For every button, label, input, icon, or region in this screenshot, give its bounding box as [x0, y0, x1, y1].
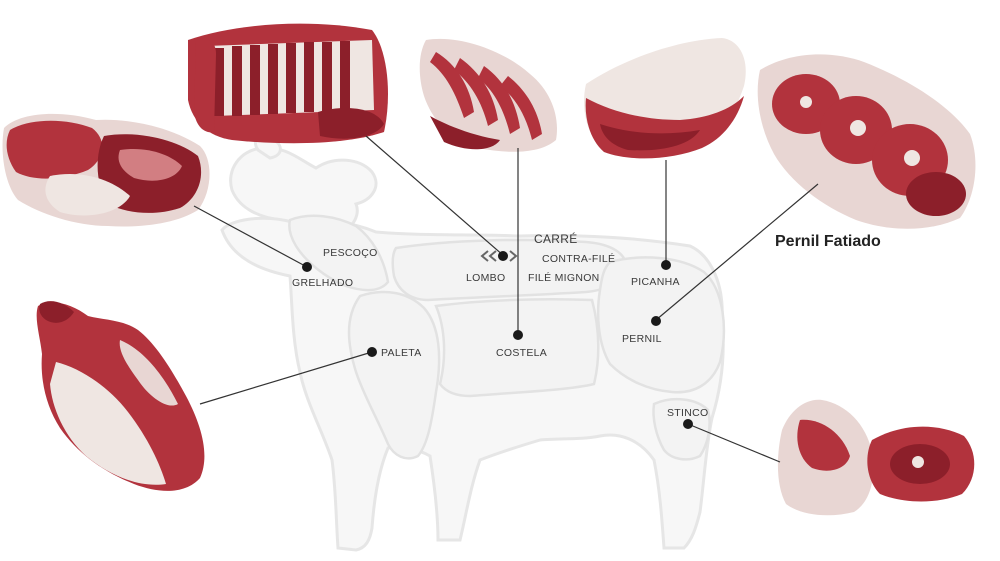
- meat-paleta-image: [36, 301, 205, 491]
- leader-pernil-fatiado: [655, 183, 819, 321]
- dot-grelhado: [302, 262, 312, 272]
- label-lombo: LOMBO: [466, 272, 505, 284]
- carre-ribs: [214, 41, 350, 116]
- region-costela: [434, 298, 600, 398]
- dot-costela: [513, 330, 523, 340]
- dot-stinco: [683, 419, 693, 429]
- leader-carre: [365, 135, 505, 257]
- region-stinco: [652, 397, 711, 461]
- dot-pernil: [651, 316, 661, 326]
- cut-regions: [288, 214, 726, 461]
- dot-picanha: [661, 260, 671, 270]
- dot-paleta: [367, 347, 377, 357]
- meat-stinco-image: [777, 399, 975, 516]
- leader-paleta: [199, 351, 373, 405]
- marker-dots: [302, 251, 693, 429]
- meat-pernil-fatiado-image: [757, 54, 976, 229]
- region-pernil: [596, 256, 726, 394]
- region-pescoco: [288, 214, 390, 292]
- region-paleta: [347, 290, 441, 460]
- label-picanha: PICANHA: [631, 276, 680, 288]
- dot-carre: [498, 251, 508, 261]
- lombo-rib-stripes: [430, 52, 542, 140]
- meat-grelhado-image: [2, 113, 210, 227]
- label-costela: COSTELA: [496, 347, 547, 359]
- leader-grelhado: [193, 205, 308, 268]
- meat-lombo-image: [419, 38, 557, 152]
- label-pernil: PERNIL: [622, 333, 662, 345]
- label-paleta: PALETA: [381, 347, 422, 359]
- region-lombo: [391, 238, 628, 302]
- meat-picanha-image: [584, 38, 746, 159]
- label-pernil-fatiado: Pernil Fatiado: [775, 233, 881, 250]
- label-stinco: STINCO: [667, 407, 708, 419]
- lombo-chevrons: [480, 250, 518, 262]
- leader-stinco: [687, 423, 781, 463]
- cut-labels: PESCOÇO GRELHADO CARRÉ CONTRA-FILÉ LOMBO…: [292, 231, 708, 419]
- meat-carre-image: [188, 23, 388, 144]
- leader-lines: [193, 135, 819, 463]
- label-contra-file: CONTRA-FILÉ: [542, 252, 615, 265]
- label-pescoco: PESCOÇO: [323, 247, 378, 259]
- label-carre: CARRÉ: [534, 231, 578, 246]
- label-file-mignon: FILÉ MIGNON: [528, 271, 600, 284]
- label-grelhado: GRELHADO: [292, 277, 353, 289]
